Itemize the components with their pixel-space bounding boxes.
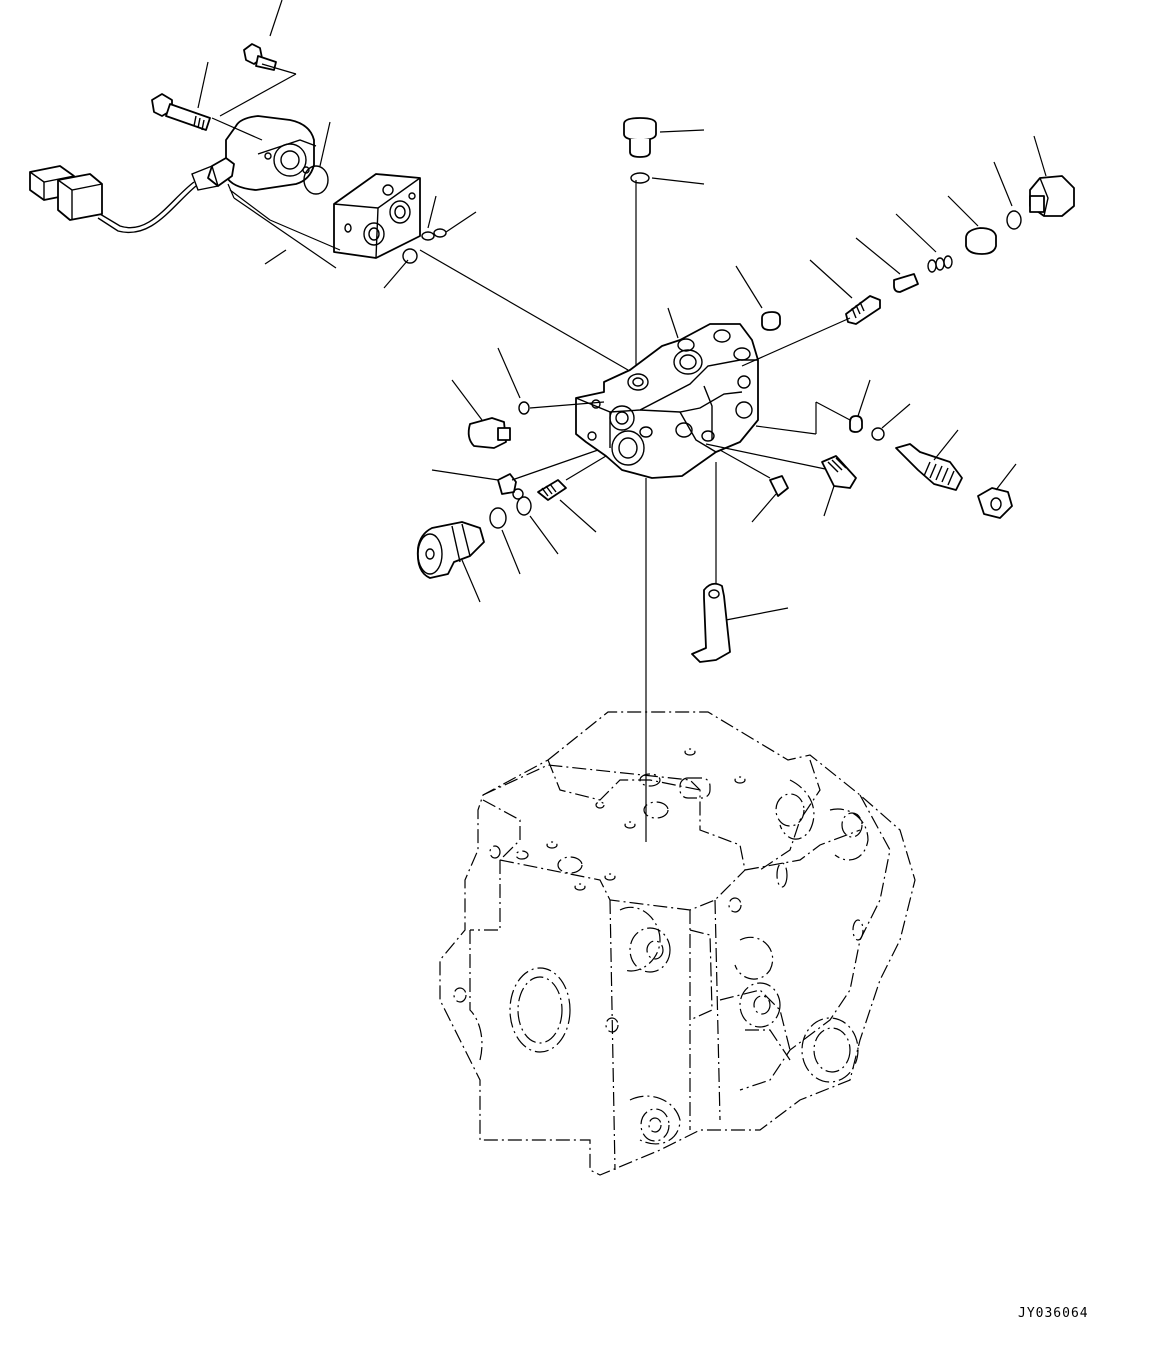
adapter-o-ring-1 (422, 232, 434, 240)
adapter-block (334, 174, 420, 258)
top-plug (624, 118, 656, 157)
left-side-parts (418, 402, 566, 578)
top-o-ring (631, 173, 649, 183)
right-lower-parts (770, 416, 1012, 518)
left-connection-lines (512, 402, 606, 480)
solenoid-valve (192, 116, 316, 190)
right-upper-parts (762, 176, 1074, 330)
solenoid-wire-harness (30, 166, 196, 232)
drawing-code: JY036064 (1018, 1306, 1089, 1321)
solenoid-connection-lines (212, 64, 628, 370)
valve-body (576, 324, 758, 478)
leader-lines (198, 0, 1046, 620)
solenoid-o-ring (304, 166, 328, 194)
pump-housing-phantom (440, 712, 915, 1175)
bracket-lever (692, 584, 730, 662)
right-connection-lines (706, 318, 850, 478)
adapter-o-ring-2 (434, 229, 446, 237)
adapter-o-ring-3 (403, 249, 417, 263)
center-axis-lines (636, 180, 716, 842)
